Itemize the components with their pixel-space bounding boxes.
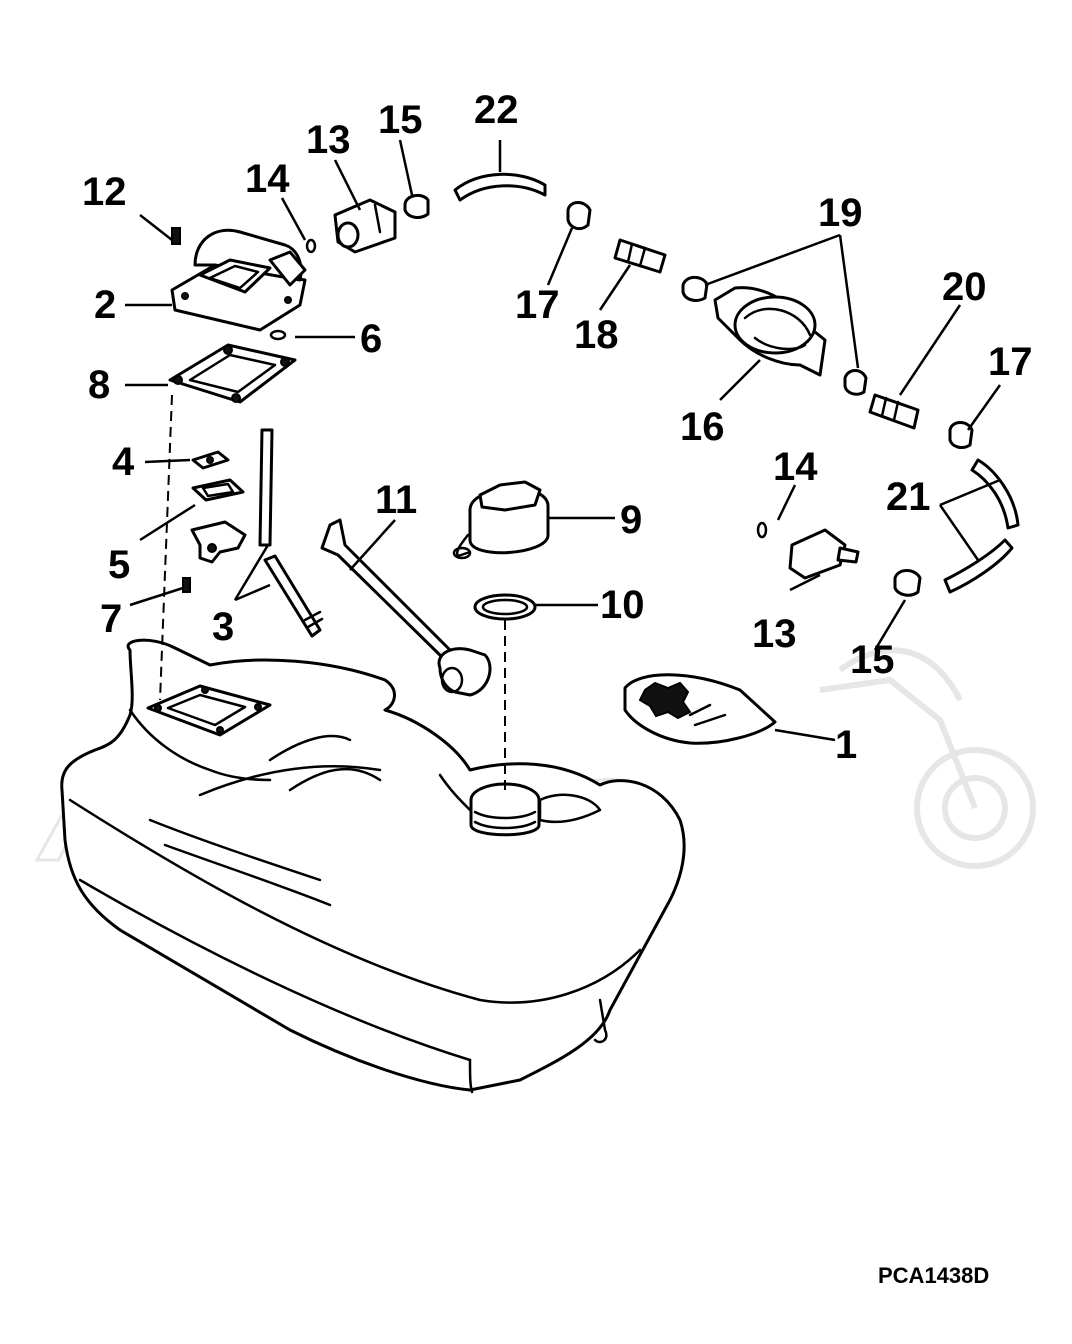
fuel-cap-part-9 — [452, 480, 550, 560]
callout-9: 9 — [620, 498, 642, 542]
fitting-part-20 — [868, 393, 920, 430]
fitting-part-18 — [613, 238, 667, 274]
o-ring-part-6 — [269, 329, 287, 341]
callout-20: 20 — [942, 265, 987, 309]
callout-16: 16 — [680, 405, 725, 449]
gasket-part-8 — [168, 343, 297, 404]
callout-17-upper: 17 — [515, 283, 560, 327]
nut-part-4 — [191, 450, 230, 470]
bracket-part-7 — [182, 520, 247, 593]
callout-14-lower: 14 — [773, 445, 818, 489]
callout-15-lower: 15 — [850, 638, 895, 682]
callout-4: 4 — [112, 440, 135, 484]
connector-part-13-upper — [333, 198, 397, 254]
callout-8: 8 — [88, 363, 110, 407]
pickup-tube-part-3 — [258, 428, 324, 638]
primer-bulb-part-16 — [713, 286, 827, 377]
gasket-part-10-inner — [481, 598, 529, 616]
drawing-code: PCA1438D — [878, 1263, 989, 1288]
callout-2: 2 — [94, 283, 116, 327]
o-ring-part-14-upper — [305, 238, 317, 254]
callout-18: 18 — [574, 313, 619, 357]
clamp-part-15-upper — [403, 193, 430, 219]
assembly-line-sender — [159, 394, 173, 701]
fuel-gauge-housing-part-2 — [170, 228, 307, 332]
clamp-part-15-lower — [893, 569, 922, 597]
callout-21: 21 — [886, 475, 931, 519]
connector-part-13-lower — [788, 528, 860, 580]
callout-5: 5 — [108, 543, 130, 587]
callout-15-upper: 15 — [378, 98, 423, 142]
hose-part-22 — [453, 172, 547, 202]
plate-part-5 — [191, 478, 245, 502]
hose-part-21 — [943, 458, 1020, 594]
gasket-part-1 — [623, 673, 777, 745]
callout-1: 1 — [835, 723, 857, 767]
callout-6: 6 — [360, 317, 382, 361]
screw-part-12 — [171, 227, 181, 245]
callout-22: 22 — [474, 88, 519, 132]
watermark-motorcycle-icon — [819, 647, 1036, 869]
clamp-part-17-lower — [948, 421, 974, 449]
clamp-part-19-right — [843, 369, 868, 396]
leader-lines — [125, 139, 1002, 742]
callout-13-upper: 13 — [306, 118, 351, 162]
callout-3: 3 — [212, 605, 234, 649]
clamp-part-17-upper — [566, 201, 592, 231]
callout-17-lower: 17 — [988, 340, 1033, 384]
fuel-tank — [60, 638, 686, 1094]
callout-12: 12 — [82, 170, 127, 214]
callout-13-lower: 13 — [752, 612, 797, 656]
callout-10: 10 — [600, 583, 645, 627]
callout-19: 19 — [818, 191, 863, 235]
float-arm-part-11 — [320, 518, 492, 697]
o-ring-part-14-lower — [756, 521, 768, 539]
callout-11: 11 — [375, 478, 417, 522]
callout-14-upper: 14 — [245, 157, 290, 201]
callout-7: 7 — [100, 597, 122, 641]
clamp-part-19-left — [681, 275, 709, 302]
